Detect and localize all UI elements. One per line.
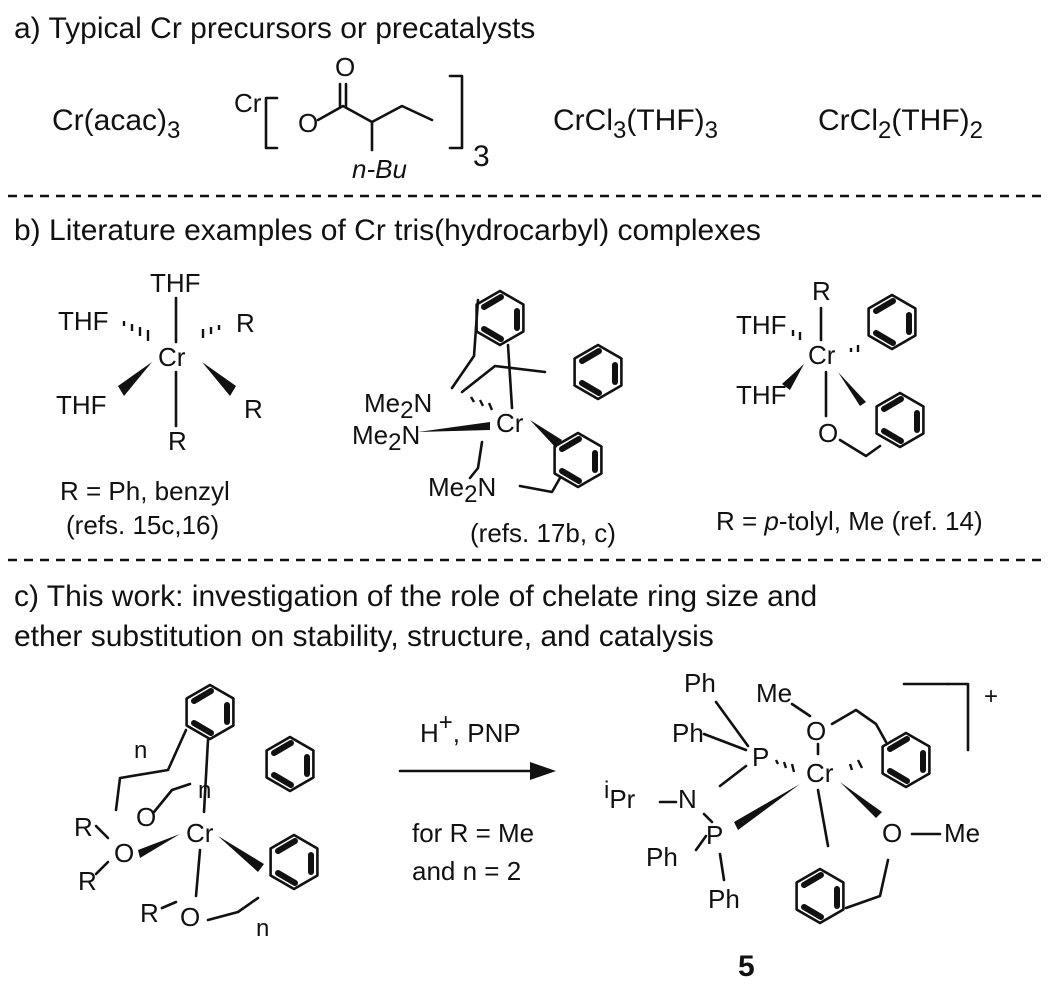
svg-text:for R = Me: for R = Me [412,818,534,848]
section-c-heading-line1: c) This work: investigation of the role … [14,580,817,613]
svg-text:and n = 2: and n = 2 [412,856,521,886]
svg-text:Cr: Cr [806,758,834,788]
svg-text:R: R [244,394,263,424]
svg-text:Cr: Cr [234,88,262,118]
svg-text:H+, PNP: H+, PNP [420,709,521,748]
svg-text:Me2N: Me2N [364,388,432,424]
compound-number-5: 5 [738,950,755,983]
svg-text:R: R [140,898,159,928]
svg-text:R: R [812,276,831,306]
svg-text:iPr: iPr [604,777,636,814]
svg-text:+: + [984,683,998,710]
svg-text:Ph: Ph [672,718,704,748]
complex-cr-ether-tethered: Cr O O O R R R n n n [74,685,317,942]
crcl2-thf2: CrCl2(THF)2 [818,104,983,144]
svg-text:Ph: Ph [684,668,716,698]
svg-text:O: O [806,716,826,746]
svg-text:O: O [180,902,200,932]
section-a-heading: a) Typical Cr precursors or precatalysts [14,12,535,45]
cr-acac3: Cr(acac)3 [52,104,180,144]
crcl3-thf3: CrCl3(THF)3 [553,104,718,144]
svg-text:P: P [706,820,723,850]
svg-text:Ph: Ph [646,842,678,872]
svg-text:n: n [134,737,147,764]
svg-text:CrCl3(THF)3: CrCl3(THF)3 [553,104,718,144]
svg-text:Me2N: Me2N [428,472,496,508]
svg-text:R: R [168,426,187,456]
cr-carboxylate: Cr O O n-Bu 3 [234,52,490,184]
svg-text:Cr: Cr [496,408,524,438]
svg-text:(refs. 17b, c): (refs. 17b, c) [470,518,616,548]
complex-cr-amino-benzyl: Cr Me2N Me2N Me2N (refs. 17b, c) [352,291,621,548]
svg-text:Me2N: Me2N [352,420,420,456]
svg-text:(refs. 15c,16): (refs. 15c,16) [66,510,219,540]
svg-text:THF: THF [736,380,787,410]
product-complex-5: Cr P P N iPr Ph Ph Ph Ph Me O O Me [604,668,998,983]
section-c-heading-line2: ether substitution on stability, structu… [14,620,714,653]
svg-text:O: O [818,418,838,448]
svg-text:THF: THF [150,268,201,298]
svg-text:Me: Me [756,678,792,708]
svg-text:R: R [74,812,93,842]
svg-text:P: P [752,742,769,772]
svg-text:CrCl2(THF)2: CrCl2(THF)2 [818,104,983,144]
svg-text:Me: Me [944,818,980,848]
section-b-heading: b) Literature examples of Cr tris(hydroc… [14,214,761,247]
svg-text:Cr: Cr [808,340,836,370]
svg-text:Cr: Cr [186,818,214,848]
svg-text:O: O [136,802,156,832]
svg-text:O: O [335,52,355,82]
reaction-arrow: H+, PNP for R = Me and n = 2 [398,709,556,886]
svg-text:O: O [114,838,134,868]
complex-cr-thf3-r3: Cr THF THF THF R R R R = Ph, benzyl (ref… [56,268,263,540]
svg-text:N: N [678,784,697,814]
svg-text:3: 3 [473,140,490,173]
svg-text:n-Bu: n-Bu [352,154,407,184]
svg-text:R = Ph, benzyl: R = Ph, benzyl [60,476,230,506]
svg-text:R: R [236,308,255,338]
svg-text:Ph: Ph [708,884,740,914]
svg-text:O: O [882,818,902,848]
svg-text:Cr: Cr [158,342,186,372]
svg-text:Cr(acac)3: Cr(acac)3 [52,104,180,144]
svg-text:O: O [298,108,318,138]
svg-text:THF: THF [58,306,109,336]
svg-text:THF: THF [56,390,107,420]
svg-text:n: n [256,915,269,942]
svg-text:R = p-tolyl, Me (ref. 14): R = p-tolyl, Me (ref. 14) [716,506,983,536]
svg-text:R: R [78,866,97,896]
complex-cr-aryl-ether: R Cr THF THF O R = p-tolyl, Me (ref. 14) [716,276,983,536]
svg-text:THF: THF [736,310,787,340]
